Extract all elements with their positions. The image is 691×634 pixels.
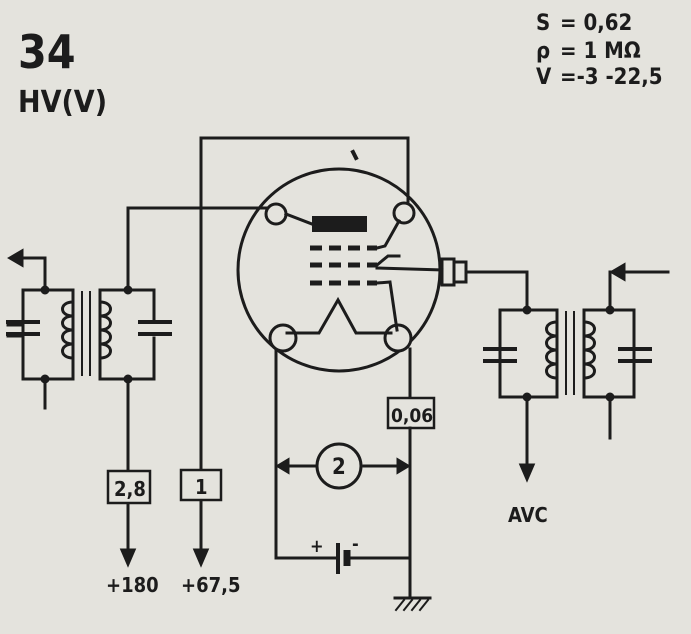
output-wire	[17, 256, 47, 292]
battery-minus: -	[352, 534, 359, 555]
spec-block: S = 0,62 ρ = 1 MΩ V =-3 -22,5	[536, 11, 663, 90]
plate-supply-arrow	[119, 548, 137, 568]
spec-symbol-rho: ρ	[536, 39, 550, 64]
grid-cap-tip	[452, 260, 468, 284]
secondary-coil	[98, 300, 112, 360]
grid2-lead	[374, 254, 401, 268]
grid-elements	[310, 245, 377, 286]
control-grid-lead	[375, 266, 444, 272]
spec-symbol-v: V	[536, 65, 552, 90]
ground-hatch	[394, 598, 430, 612]
avc-label: AVC	[508, 503, 548, 527]
output-transformer	[464, 262, 670, 483]
input-transformer	[6, 206, 268, 410]
spec-value-v: =-3 -22,5	[560, 65, 663, 90]
output-arrow	[7, 248, 24, 268]
screen-resistor-box	[179, 468, 223, 502]
screen-wire-top	[199, 136, 410, 205]
plate-lead	[284, 212, 314, 226]
grid-cap	[440, 257, 456, 287]
filament-current-circle	[315, 442, 363, 490]
filament	[285, 296, 393, 335]
screen-lead	[375, 218, 402, 250]
spec-symbol-s: S	[536, 11, 550, 36]
tube-type: HV(V)	[18, 85, 107, 120]
plate-pin	[264, 202, 288, 226]
grid3-lead	[375, 280, 399, 332]
screen-resistor-value: 1	[195, 475, 208, 499]
spec-value-rho: = 1 MΩ	[560, 39, 641, 64]
spec-value-s: = 0,62	[560, 11, 632, 36]
plate-resistor-box	[106, 469, 152, 505]
avc-arrow	[518, 463, 536, 483]
plate-supply-label: +180	[106, 573, 159, 597]
screen-supply-label: +67,5	[181, 573, 240, 597]
primary-coil	[61, 300, 75, 360]
plate-element	[312, 216, 367, 232]
filament-pin-left	[268, 323, 298, 353]
battery-plus: +	[310, 536, 324, 557]
filament-left-wire	[274, 348, 324, 560]
tube-number: 34	[18, 25, 76, 79]
grid-input-wire	[464, 270, 529, 312]
screen-pin	[392, 201, 416, 225]
input-arrow	[609, 262, 626, 282]
filament-current-value: 2	[332, 455, 346, 480]
screen-supply-arrow	[192, 548, 210, 568]
plate-resistor-value: 2,8	[114, 477, 146, 501]
filament-resistor-value: 0,06	[391, 405, 433, 427]
mark	[350, 149, 359, 161]
